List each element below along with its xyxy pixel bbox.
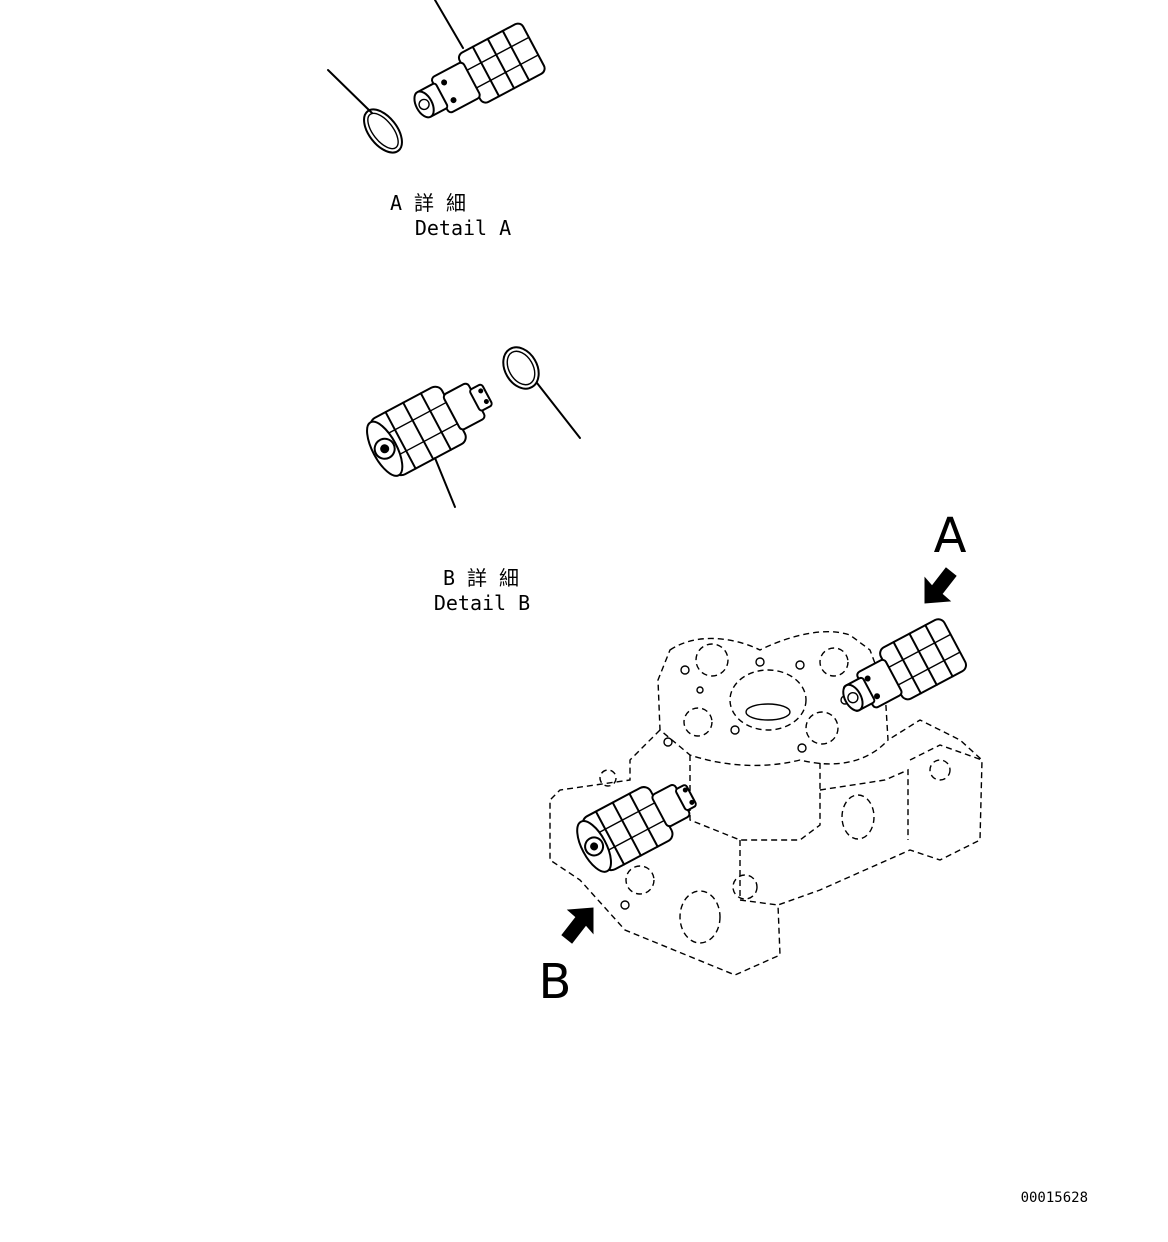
installed-valve-a (842, 618, 968, 712)
valve-body-assembly (549, 618, 983, 976)
valve-body-main-block (549, 719, 983, 976)
detail-a-group: A 詳 細 Detail A (327, 0, 546, 240)
view-arrow-b: B (539, 907, 594, 1010)
detail-a-o-ring (363, 108, 403, 154)
detail-b-o-ring (502, 346, 540, 390)
top-plate-ports (663, 643, 850, 753)
arrow-b-icon (561, 907, 594, 944)
valve-body-right-face (819, 768, 909, 840)
valve-body-front-edge (739, 840, 779, 906)
detail-a-title-jp: A 詳 細 (390, 191, 466, 215)
detail-a-valve-leader (434, 0, 464, 49)
view-arrow-a: A (924, 508, 967, 604)
detail-b-title-jp: B 詳 細 (443, 566, 519, 590)
detail-b-group: B 詳 細 Detail B (366, 346, 581, 615)
drawing-number: 00015628 (1021, 1190, 1088, 1206)
detail-a-title-en: Detail A (415, 216, 511, 240)
valve-body-side-edge (909, 744, 983, 761)
installed-valve-b (576, 784, 697, 873)
valve-body-top-plate (657, 631, 889, 767)
arrow-a-icon (924, 567, 957, 604)
detail-a-oring-leader (327, 69, 373, 114)
view-label-b: B (539, 954, 572, 1010)
detail-b-valve-cartridge (366, 382, 493, 477)
detail-a-valve-cartridge (413, 22, 546, 119)
detail-b-oring-leader (536, 382, 581, 439)
detail-b-valve-leader (434, 457, 456, 508)
detail-b-title-en: Detail B (434, 591, 530, 615)
view-label-a: A (934, 508, 967, 564)
side-ports (599, 759, 951, 944)
valve-body-inner-edge (689, 755, 821, 841)
